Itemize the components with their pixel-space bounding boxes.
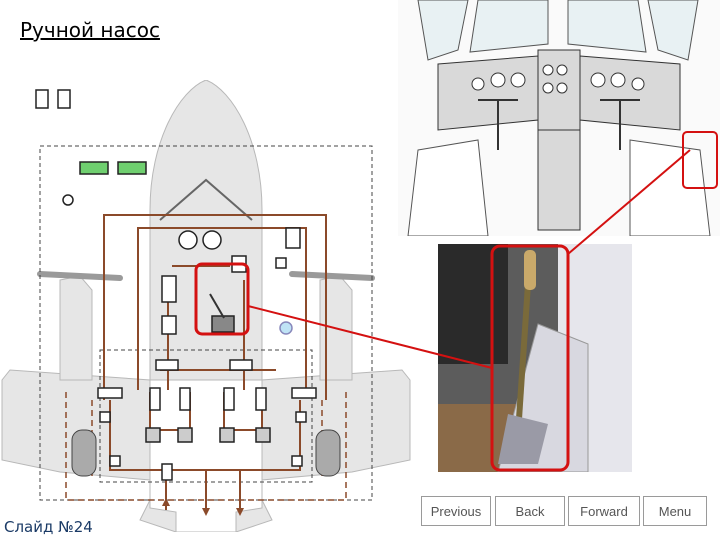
- flow-arrows: [162, 498, 244, 516]
- pump-handle-symbol: [209, 293, 225, 319]
- menu-button[interactable]: Menu: [643, 496, 707, 526]
- hand-pump-highlight: [194, 262, 250, 336]
- cockpit-illustration: [398, 0, 720, 236]
- back-button[interactable]: Back: [495, 496, 565, 526]
- previous-button[interactable]: Previous: [421, 496, 491, 526]
- slide-title: Ручной насос: [20, 18, 160, 42]
- control-yokes: [478, 99, 640, 150]
- hand-pump-photo: [438, 244, 632, 472]
- instrument-panel: [437, 49, 681, 231]
- forward-button[interactable]: Forward: [568, 496, 640, 526]
- hydraulic-scheme-diagram: [1, 80, 411, 532]
- slide-number: Слайд №24: [4, 518, 93, 536]
- panel-gauges: [471, 64, 645, 94]
- landing-wheels: [71, 429, 341, 477]
- cockpit-windows: [417, 0, 699, 61]
- aircraft-silhouette: [1, 80, 411, 532]
